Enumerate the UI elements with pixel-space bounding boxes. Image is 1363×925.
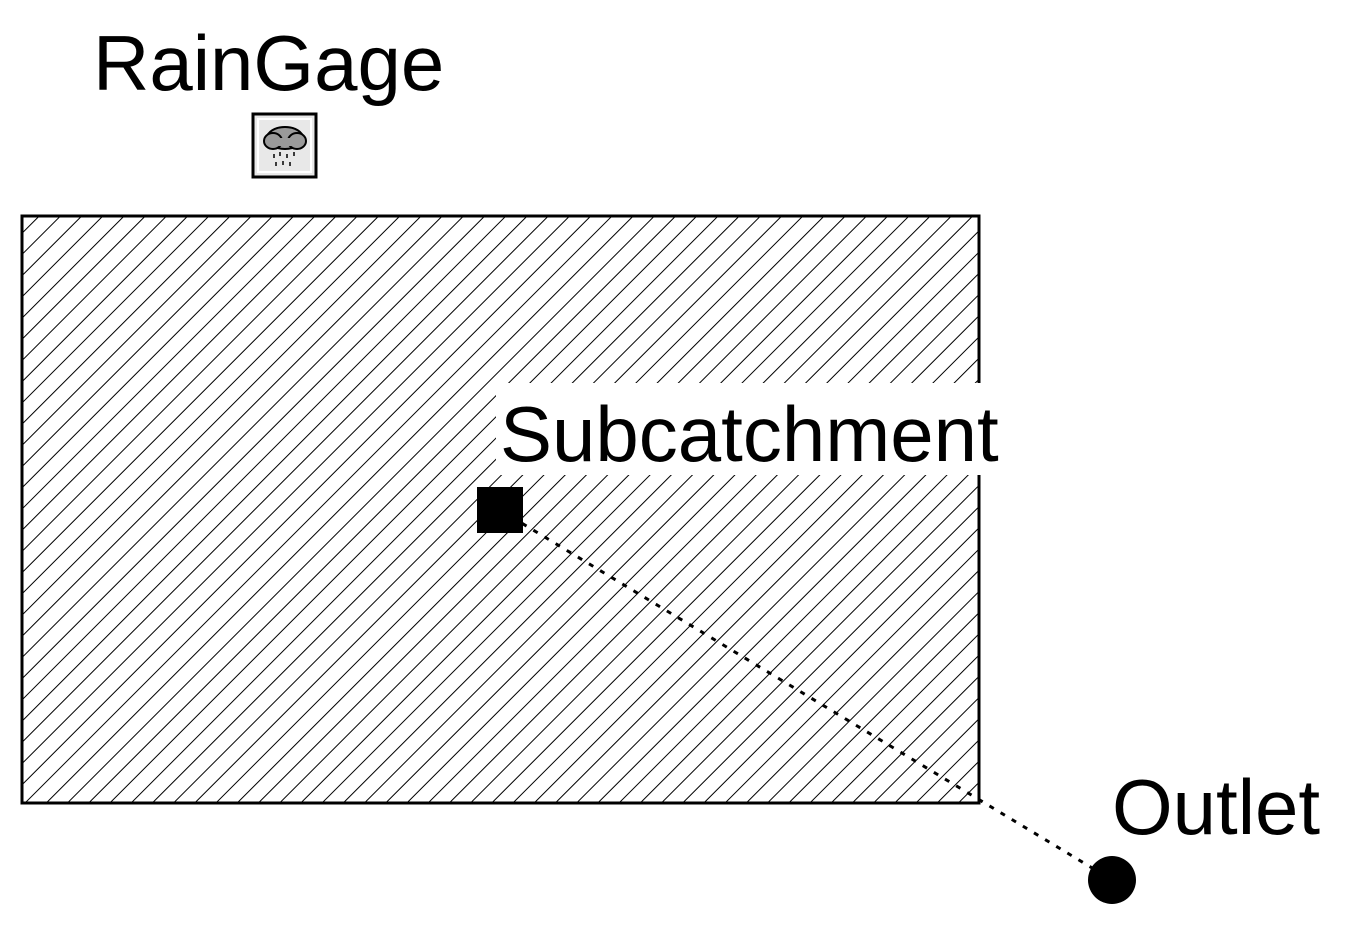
outlet-label: Outlet [1112,763,1320,851]
rain-cloud-icon [263,126,307,150]
subcatchment-label: Subcatchment [500,390,999,478]
outlet-connection-line [499,508,1113,882]
subcatchment-label-background [496,383,1058,475]
rain-gage-label: RainGage [93,19,444,107]
rain-gage-icon[interactable] [251,112,318,179]
outlet-node-icon[interactable] [1088,856,1136,904]
rain-drops-icon [273,152,295,166]
subcatchment-centroid-icon[interactable] [477,487,523,533]
